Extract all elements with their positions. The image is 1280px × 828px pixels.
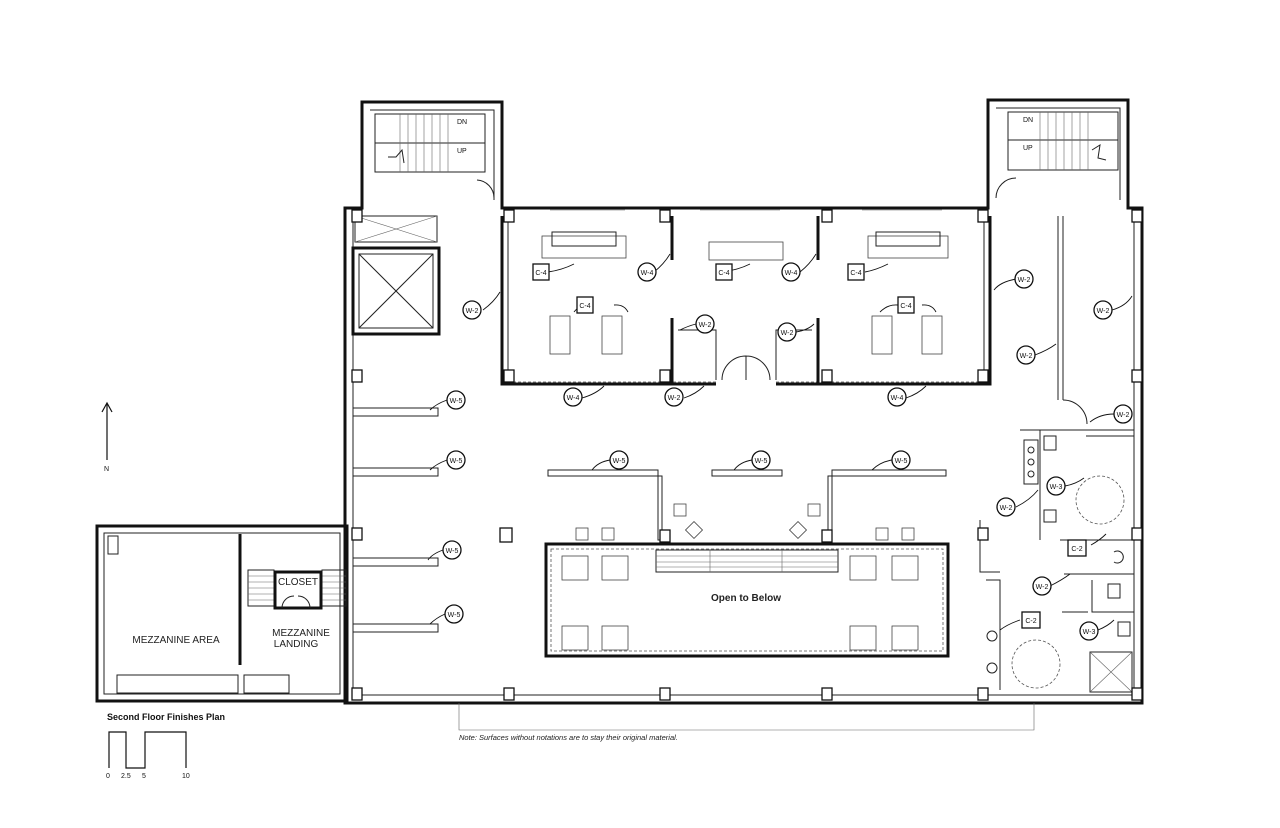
tag-leaders bbox=[427, 253, 1133, 631]
mezzanine-landing-label-1: MEZZANINE bbox=[272, 628, 330, 639]
mezzanine-landing-label-2: LANDING bbox=[274, 639, 319, 650]
svg-text:C-4: C-4 bbox=[718, 270, 729, 277]
tag-w5-4: W-5 bbox=[444, 604, 464, 624]
mezzanine-block bbox=[95, 524, 349, 703]
svg-text:W-2: W-2 bbox=[668, 395, 681, 402]
svg-text:W-2: W-2 bbox=[1020, 353, 1033, 360]
svg-text:C-2: C-2 bbox=[1025, 618, 1036, 625]
stair-right bbox=[995, 111, 1119, 199]
svg-text:W-2: W-2 bbox=[1018, 277, 1031, 284]
tag-c4-2: C-4 bbox=[576, 296, 594, 314]
tag-w2-5: W-2 bbox=[1014, 269, 1034, 289]
tag-w5-1: W-5 bbox=[446, 390, 466, 410]
svg-text:W-2: W-2 bbox=[1000, 505, 1013, 512]
svg-text:W-5: W-5 bbox=[895, 458, 908, 465]
tag-w4-4: W-4 bbox=[887, 387, 907, 407]
tag-w5-2: W-5 bbox=[446, 450, 466, 470]
open-to-below-label: Open to Below bbox=[711, 593, 781, 604]
scale-bar: 0 2.5 5 10 bbox=[106, 731, 190, 780]
svg-text:W-2: W-2 bbox=[699, 322, 712, 329]
tag-w2-6: W-2 bbox=[1093, 300, 1113, 320]
svg-text:C-2: C-2 bbox=[1071, 546, 1082, 553]
tag-w2-4: W-2 bbox=[664, 387, 684, 407]
svg-text:W-4: W-4 bbox=[641, 270, 654, 277]
lounge-chairs bbox=[575, 503, 915, 541]
svg-text:W-4: W-4 bbox=[785, 270, 798, 277]
svg-text:W-3: W-3 bbox=[1083, 629, 1096, 636]
stair-right-up-label: UP bbox=[1023, 145, 1033, 152]
svg-text:C-4: C-4 bbox=[850, 270, 861, 277]
tag-w4-1: W-4 bbox=[637, 262, 657, 282]
tag-w3-1: W-3 bbox=[1046, 476, 1066, 496]
tag-c4-3: C-4 bbox=[715, 263, 733, 281]
svg-text:C-4: C-4 bbox=[579, 303, 590, 310]
svg-text:W-2: W-2 bbox=[1036, 584, 1049, 591]
stair-right-dn-label: DN bbox=[1023, 117, 1033, 124]
svg-text:W-4: W-4 bbox=[567, 395, 580, 402]
svg-text:W-5: W-5 bbox=[450, 398, 463, 405]
svg-text:W-2: W-2 bbox=[1097, 308, 1110, 315]
tag-c4-5: C-4 bbox=[897, 296, 915, 314]
svg-text:5: 5 bbox=[142, 773, 146, 780]
mezzanine-area-label: MEZZANINE AREA bbox=[132, 635, 220, 646]
svg-text:W-4: W-4 bbox=[891, 395, 904, 402]
tag-c4-4: C-4 bbox=[847, 263, 865, 281]
svg-text:W-5: W-5 bbox=[448, 612, 461, 619]
svg-text:W-5: W-5 bbox=[446, 548, 459, 555]
elevator bbox=[351, 215, 441, 336]
tag-c2-2: C-2 bbox=[1021, 611, 1041, 629]
svg-text:C-4: C-4 bbox=[900, 303, 911, 310]
tag-w5-5: W-5 bbox=[609, 450, 629, 470]
plan-note: Note: Surfaces without notations are to … bbox=[459, 733, 678, 742]
tag-w3-2: W-3 bbox=[1079, 621, 1099, 641]
svg-text:W-2: W-2 bbox=[1117, 412, 1130, 419]
stair-left-up-label: UP bbox=[457, 148, 467, 155]
tag-w2-2: W-2 bbox=[695, 314, 715, 334]
columns bbox=[351, 209, 1143, 701]
svg-text:0: 0 bbox=[106, 773, 110, 780]
tag-c4-1: C-4 bbox=[532, 263, 550, 281]
svg-text:W-2: W-2 bbox=[781, 330, 794, 337]
svg-text:W-5: W-5 bbox=[755, 458, 768, 465]
tag-w4-3: W-4 bbox=[563, 387, 583, 407]
north-arrow: N bbox=[101, 401, 113, 473]
tag-w2-1: W-2 bbox=[462, 300, 482, 320]
tag-w2-3: W-2 bbox=[777, 322, 797, 342]
restrooms bbox=[979, 429, 1135, 693]
stair-left-dn-label: DN bbox=[457, 119, 467, 126]
svg-text:10: 10 bbox=[182, 773, 190, 780]
atrium: Open to Below bbox=[544, 542, 950, 658]
tag-w5-3: W-5 bbox=[442, 540, 462, 560]
svg-text:W-5: W-5 bbox=[613, 458, 626, 465]
tag-c2-1: C-2 bbox=[1067, 539, 1087, 557]
tag-w5-7: W-5 bbox=[891, 450, 911, 470]
tag-w2-8: W-2 bbox=[1113, 404, 1133, 424]
svg-text:W-2: W-2 bbox=[466, 308, 479, 315]
tag-w2-9: W-2 bbox=[996, 497, 1016, 517]
svg-text:C-4: C-4 bbox=[535, 270, 546, 277]
tag-w4-2: W-4 bbox=[781, 262, 801, 282]
stair-left bbox=[374, 113, 495, 199]
north-label: N bbox=[104, 466, 109, 473]
mezzanine-stair bbox=[247, 569, 347, 607]
offices bbox=[500, 209, 992, 386]
tag-w5-6: W-5 bbox=[751, 450, 771, 470]
svg-text:W-3: W-3 bbox=[1050, 484, 1063, 491]
svg-text:2.5: 2.5 bbox=[121, 773, 131, 780]
svg-text:W-5: W-5 bbox=[450, 458, 463, 465]
tag-w2-7: W-2 bbox=[1016, 345, 1036, 365]
plan-title: Second Floor Finishes Plan bbox=[107, 712, 225, 722]
closet-label: CLOSET bbox=[278, 577, 318, 588]
tag-w2-10: W-2 bbox=[1032, 576, 1052, 596]
